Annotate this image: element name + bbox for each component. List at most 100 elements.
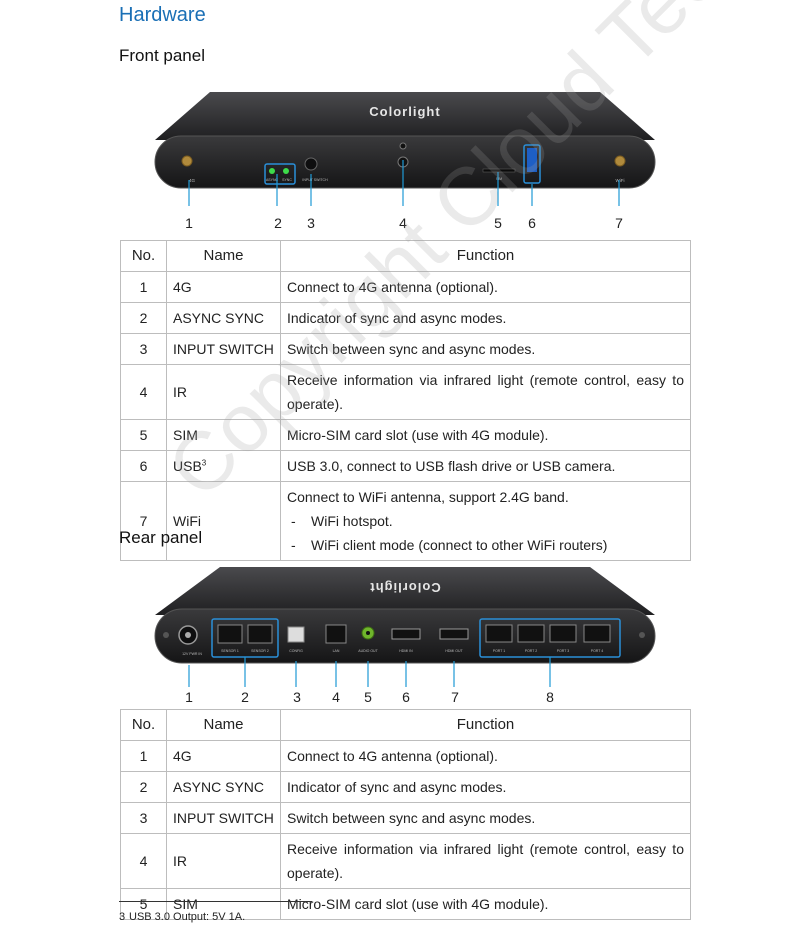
front-callout-6: 6 — [528, 215, 536, 231]
cell-function: Receive information via infrared light (… — [280, 364, 691, 420]
table-row: 1 4G Connect to 4G antenna (optional). — [120, 271, 691, 303]
cell-function-text: Connect to WiFi antenna, support 2.4G ba… — [287, 489, 569, 505]
table-header-row: No. Name Function — [120, 709, 691, 741]
cell-name: ASYNC SYNC — [166, 771, 281, 803]
screw-icon — [639, 632, 645, 638]
table-row: 2 ASYNC SYNC Indicator of sync and async… — [120, 771, 691, 803]
port-2-icon — [517, 624, 545, 643]
rear-callout-7: 7 — [451, 689, 459, 705]
port-1-icon — [485, 624, 513, 643]
front-callout-4: 4 — [399, 215, 407, 231]
footnote-divider — [119, 901, 312, 902]
cell-name: IR — [166, 364, 281, 420]
cell-function: Connect to WiFi antenna, support 2.4G ba… — [280, 481, 691, 561]
front-port-label-sync: SYNC — [282, 178, 292, 182]
rear-port-label-hdmi-out: HDMI OUT — [445, 649, 463, 653]
cell-function: Micro-SIM card slot (use with 4G module)… — [280, 888, 691, 920]
cell-name: IR — [166, 833, 281, 889]
rear-panel-device-image: Colorlight 12V PWR IN SENSOR 1 SENSOR 2 … — [154, 567, 656, 664]
rear-callout-6: 6 — [402, 689, 410, 705]
hdmi-in-port-icon — [391, 628, 421, 640]
ir-sensor-icon — [399, 142, 407, 150]
bullet-item: -WiFi client mode (connect to other WiFi… — [287, 533, 684, 557]
table-row: 5 SIM Micro-SIM card slot (use with 4G m… — [120, 888, 691, 920]
4g-antenna-connector-icon — [181, 155, 193, 167]
front-port-label-input-switch: INPUT SWITCH — [302, 178, 328, 182]
rear-callout-8: 8 — [546, 689, 554, 705]
power-pin-icon — [185, 632, 191, 638]
rear-callout-4: 4 — [332, 689, 340, 705]
front-port-label-sim: SIM — [496, 177, 502, 181]
footnote-text: USB 3.0 Output: 5V 1A. — [129, 911, 246, 923]
front-callout-3: 3 — [307, 215, 315, 231]
rear-port-label-config: CONFIG — [289, 649, 303, 653]
front-callout-2: 2 — [274, 215, 282, 231]
rear-panel-title: Rear panel — [119, 528, 203, 547]
table-row: 3 INPUT SWITCH Switch between sync and a… — [120, 802, 691, 834]
table-row: 7 WiFi Connect to WiFi antenna, support … — [120, 481, 691, 561]
usb-port-highlight — [523, 144, 541, 184]
rear-port-label-hdmi-in: HDMI IN — [399, 649, 413, 653]
dash-bullet-icon: - — [291, 513, 296, 529]
cell-name: INPUT SWITCH — [166, 333, 281, 365]
cell-function: Receive information via infrared light (… — [280, 833, 691, 889]
rear-port-label-lan: LAN — [333, 649, 340, 653]
front-port-label-async: ASYNC — [266, 178, 279, 182]
table-row: 5 SIM Micro-SIM card slot (use with 4G m… — [120, 419, 691, 451]
cell-no: 4 — [120, 833, 167, 889]
page-heading: Hardware — [119, 4, 206, 26]
rear-callout-3: 3 — [293, 689, 301, 705]
cell-name: USB3 — [166, 450, 281, 482]
cell-no: 6 — [120, 450, 167, 482]
usb-port-icon — [527, 148, 537, 172]
front-panel-title: Front panel — [119, 46, 205, 65]
led-highlight-box — [264, 163, 296, 185]
sync-led-icon — [283, 168, 289, 174]
rear-callout-1: 1 — [185, 689, 193, 705]
rear-brand-text: Colorlight — [369, 580, 440, 595]
port-3-icon — [549, 624, 577, 643]
sensor-2-port-icon — [247, 624, 273, 644]
table-row: 3 INPUT SWITCH Switch between sync and a… — [120, 333, 691, 365]
cell-function: Switch between sync and async modes. — [280, 333, 691, 365]
cell-function: USB 3.0, connect to USB flash drive or U… — [280, 450, 691, 482]
header-name: Name — [166, 240, 281, 272]
cell-no: 5 — [120, 419, 167, 451]
rear-port-label-port-4: PORT 4 — [591, 649, 604, 653]
header-function: Function — [280, 709, 691, 741]
front-panel-table: No. Name Function 1 4G Connect to 4G ant… — [120, 240, 691, 561]
cell-no: 3 — [120, 802, 167, 834]
rear-port-label-12v-pwr-in: 12V PWR IN — [182, 652, 202, 656]
bullet-text: WiFi client mode (connect to other WiFi … — [311, 537, 608, 553]
rear-panel-table: No. Name Function 1 4G Connect to 4G ant… — [120, 709, 691, 920]
table-row: 4 IR Receive information via infrared li… — [120, 364, 691, 420]
front-port-label-4g: 4G — [189, 178, 196, 183]
cell-no: 2 — [120, 771, 167, 803]
cell-no: 2 — [120, 302, 167, 334]
footnote-ref: 3 — [201, 458, 207, 468]
sim-slot-icon — [482, 168, 516, 173]
header-function: Function — [280, 240, 691, 272]
rear-port-label-sensor-1: SENSOR 1 — [221, 649, 239, 653]
hdmi-out-port-icon — [439, 628, 469, 640]
cell-function: Connect to 4G antenna (optional). — [280, 271, 691, 303]
bullet-text: WiFi hotspot. — [311, 513, 393, 529]
front-callout-5: 5 — [494, 215, 502, 231]
footnote-mark: 3 — [119, 911, 126, 923]
cell-name: 4G — [166, 740, 281, 772]
cell-function: Indicator of sync and async modes. — [280, 771, 691, 803]
table-row: 6 USB3 USB 3.0, connect to USB flash dri… — [120, 450, 691, 482]
port-4-icon — [583, 624, 611, 643]
rear-port-label-sensor-2: SENSOR 2 — [251, 649, 269, 653]
cell-no: 7 — [120, 481, 167, 561]
cell-no: 4 — [120, 364, 167, 420]
input-switch-button-icon — [304, 157, 318, 171]
bullet-item: -WiFi hotspot. — [287, 509, 684, 533]
wifi-antenna-connector-icon — [614, 155, 626, 167]
rear-callout-5: 5 — [364, 689, 372, 705]
lan-port-icon — [325, 624, 347, 644]
rear-port-label-port-1: PORT 1 — [493, 649, 506, 653]
front-callout-1: 1 — [185, 215, 193, 231]
dash-bullet-icon: - — [291, 537, 296, 553]
front-brand-text: Colorlight — [369, 104, 440, 119]
